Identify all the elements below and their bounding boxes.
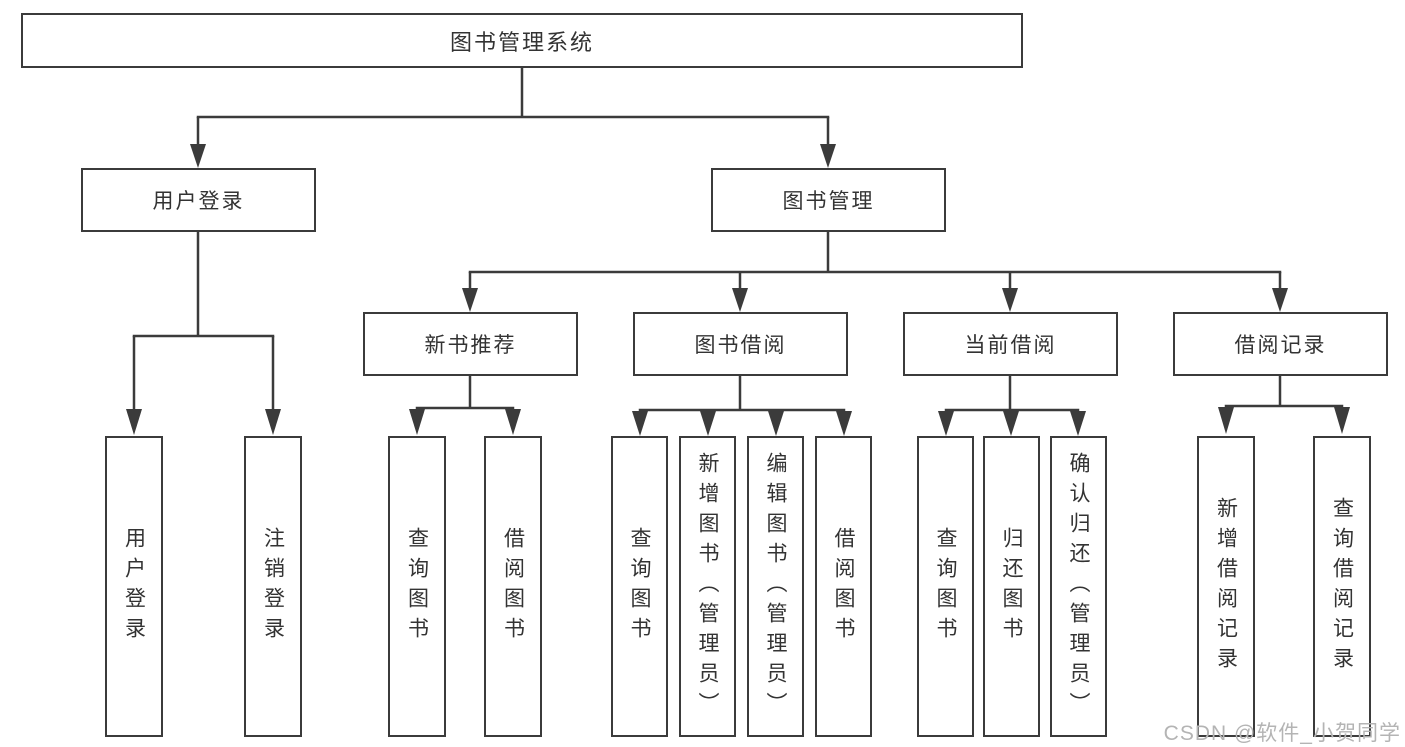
node-user-login-leaf: 用户登录	[105, 436, 163, 737]
node-add-books-admin: 新增图书（管理员）	[679, 436, 736, 737]
node-edit-books-admin: 编辑图书（管理员）	[747, 436, 804, 737]
node-label: 确认归还（管理员）	[1067, 451, 1090, 722]
node-query-borrow-record: 查询借阅记录	[1313, 436, 1371, 737]
node-library-management-system: 图书管理系统	[21, 13, 1023, 68]
node-borrow-books: 借阅图书	[815, 436, 872, 737]
node-label: 查询借阅记录	[1330, 496, 1354, 677]
node-label: 查询图书	[405, 526, 429, 647]
node-borrow-books-recommend: 借阅图书	[484, 436, 542, 737]
node-return-books: 归还图书	[983, 436, 1040, 737]
node-label: 新书推荐	[424, 334, 517, 357]
node-label: 借阅图书	[832, 526, 855, 647]
node-label: 注销登录	[261, 526, 285, 647]
node-new-book-recommendation: 新书推荐	[363, 312, 578, 376]
node-label: 图书管理	[782, 190, 875, 213]
csdn-watermark: CSDN @软件_小贺同学	[1163, 722, 1401, 745]
node-current-borrowing: 当前借阅	[903, 312, 1118, 376]
node-label: 图书管理系统	[449, 29, 594, 55]
node-label: 归还图书	[1000, 526, 1023, 647]
node-label: 查询图书	[934, 526, 957, 647]
node-label: 查询图书	[628, 526, 651, 647]
node-confirm-return-admin: 确认归还（管理员）	[1050, 436, 1107, 737]
node-label: 用户登录	[152, 190, 245, 213]
node-query-books-borrow: 查询图书	[611, 436, 668, 737]
node-label: 编辑图书（管理员）	[764, 451, 787, 722]
node-label: 图书借阅	[694, 334, 787, 357]
node-label: 新增图书（管理员）	[696, 451, 719, 722]
node-borrowing-records: 借阅记录	[1173, 312, 1388, 376]
node-label: 用户登录	[122, 526, 146, 647]
node-book-management: 图书管理	[711, 168, 946, 232]
node-label: 借阅记录	[1234, 334, 1327, 357]
node-label: 借阅图书	[501, 526, 525, 647]
node-query-books-recommend: 查询图书	[388, 436, 446, 737]
node-label: 新增借阅记录	[1214, 496, 1238, 677]
node-query-books-current: 查询图书	[917, 436, 974, 737]
node-add-borrow-record: 新增借阅记录	[1197, 436, 1255, 737]
node-book-borrowing: 图书借阅	[633, 312, 848, 376]
node-label: 当前借阅	[964, 334, 1057, 357]
node-user-login: 用户登录	[81, 168, 316, 232]
node-logout: 注销登录	[244, 436, 302, 737]
